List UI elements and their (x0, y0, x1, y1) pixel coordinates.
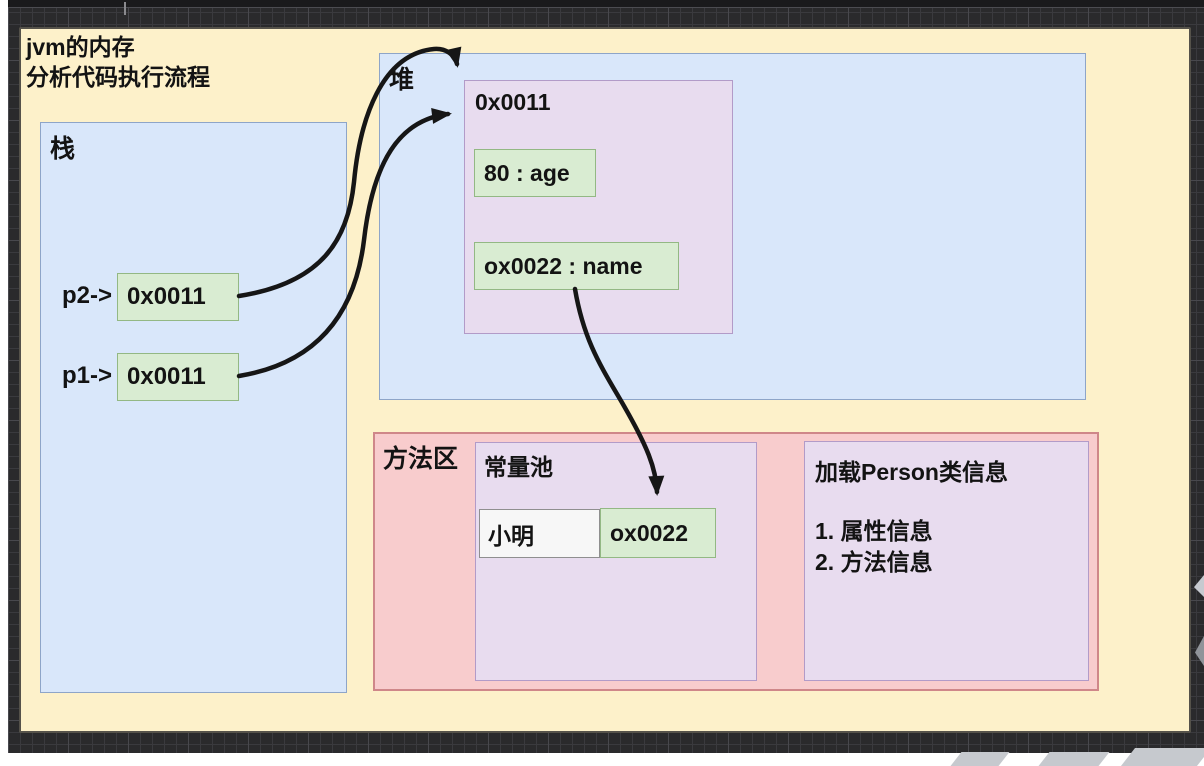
watermark-shape (1194, 575, 1204, 597)
heap-label: 堆 (389, 66, 415, 94)
ruler-tick (124, 2, 126, 15)
person-class-info-items: 1. 属性信息 2. 方法信息 (815, 516, 933, 578)
constant-pool[interactable]: 常量池 小明 ox0022 (475, 442, 757, 681)
method-area-region[interactable]: 方法区 常量池 小明 ox0022 加载Person类信息 1. 属性信息 2.… (373, 432, 1099, 691)
heap-field-age[interactable]: 80 : age (474, 149, 596, 197)
constant-pool-label: 常量池 (484, 454, 553, 480)
constant-pool-literal[interactable]: 小明 (479, 509, 600, 558)
person-class-info[interactable]: 加载Person类信息 1. 属性信息 2. 方法信息 (804, 441, 1089, 681)
class-info-item-2: 2. 方法信息 (815, 549, 933, 575)
pointer-label-p1: p1-> (62, 362, 113, 389)
stack-label: 栈 (50, 135, 76, 163)
watermark-shape (1195, 636, 1204, 666)
stack-region[interactable]: 栈 p2-> 0x0011 p1-> 0x0011 (40, 122, 347, 693)
canvas-top-ruler-strip (8, 0, 1204, 8)
watermark-shape (1120, 748, 1204, 766)
watermark-shape (1038, 752, 1110, 766)
class-info-item-1: 1. 属性信息 (815, 518, 933, 544)
watermark-shape (950, 752, 1010, 766)
diagram-title-line2: 分析代码执行流程 (26, 64, 210, 90)
stack-value-p1[interactable]: 0x0011 (117, 353, 239, 401)
diagram-title: jvm的内存 分析代码执行流程 (26, 32, 210, 92)
stack-value-p2[interactable]: 0x0011 (117, 273, 239, 321)
diagram-title-line1: jvm的内存 (26, 34, 135, 60)
constant-pool-address[interactable]: ox0022 (600, 508, 716, 558)
heap-object-address: 0x0011 (475, 89, 551, 115)
method-area-label: 方法区 (383, 445, 459, 473)
heap-region[interactable]: 堆 0x0011 80 : age ox0022 : name (379, 53, 1086, 400)
heap-field-name[interactable]: ox0022 : name (474, 242, 679, 290)
person-class-info-title: 加载Person类信息 (815, 459, 1008, 485)
pointer-label-p2: p2-> (62, 282, 113, 309)
heap-object[interactable]: 0x0011 80 : age ox0022 : name (464, 80, 733, 334)
